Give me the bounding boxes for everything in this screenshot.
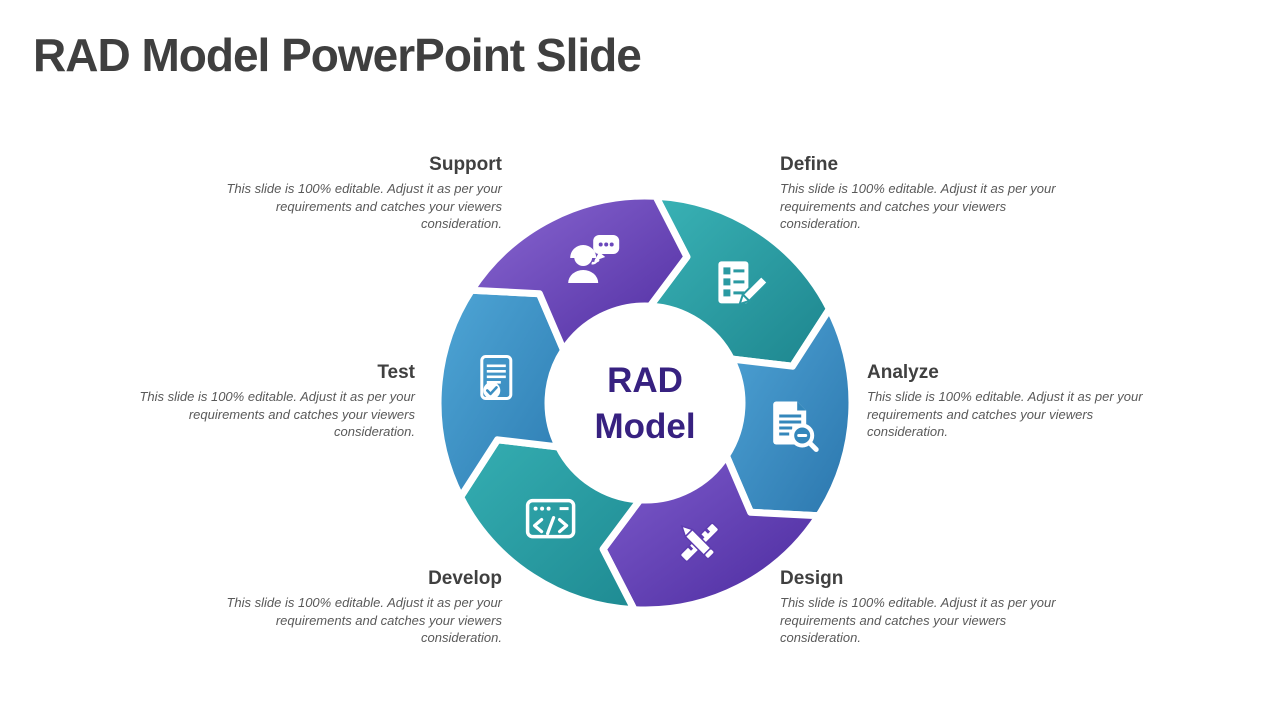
support-agent-icon — [568, 235, 620, 283]
center-title: RAD Model — [565, 358, 725, 450]
phase-title-test: Test — [377, 362, 415, 383]
phase-block-define: Define This slide is 100% editable. Adju… — [780, 154, 1090, 233]
code-window-icon — [525, 498, 576, 539]
phase-title-develop: Develop — [428, 568, 502, 589]
phase-description-define: This slide is 100% editable. Adjust it a… — [780, 181, 1056, 231]
phase-block-develop: Develop This slide is 100% editable. Adj… — [192, 568, 502, 647]
center-title-line1: RAD — [607, 361, 683, 400]
phase-title-define: Define — [780, 154, 839, 175]
phase-title-analyze: Analyze — [867, 362, 939, 383]
phase-title-support: Support — [429, 154, 502, 175]
phase-title-design: Design — [780, 568, 844, 589]
phase-block-support: Support This slide is 100% editable. Adj… — [192, 154, 502, 233]
checklist-pencil-icon — [718, 261, 770, 306]
document-magnifier-icon — [773, 401, 819, 452]
phase-description-test: This slide is 100% editable. Adjust it a… — [139, 389, 415, 439]
phase-block-test: Test This slide is 100% editable. Adjust… — [105, 362, 415, 441]
center-title-line2: Model — [594, 407, 696, 446]
center-circle — [549, 307, 741, 499]
phase-block-analyze: Analyze This slide is 100% editable. Adj… — [867, 362, 1177, 441]
phase-description-support: This slide is 100% editable. Adjust it a… — [226, 181, 502, 231]
slide-title: RAD Model PowerPoint Slide — [33, 29, 642, 81]
phase-description-design: This slide is 100% editable. Adjust it a… — [780, 595, 1056, 645]
phase-description-develop: This slide is 100% editable. Adjust it a… — [226, 595, 502, 645]
pencil-ruler-icon — [679, 522, 720, 563]
document-check-icon — [480, 355, 513, 400]
phase-description-analyze: This slide is 100% editable. Adjust it a… — [867, 389, 1143, 439]
phase-block-design: Design This slide is 100% editable. Adju… — [780, 568, 1090, 647]
